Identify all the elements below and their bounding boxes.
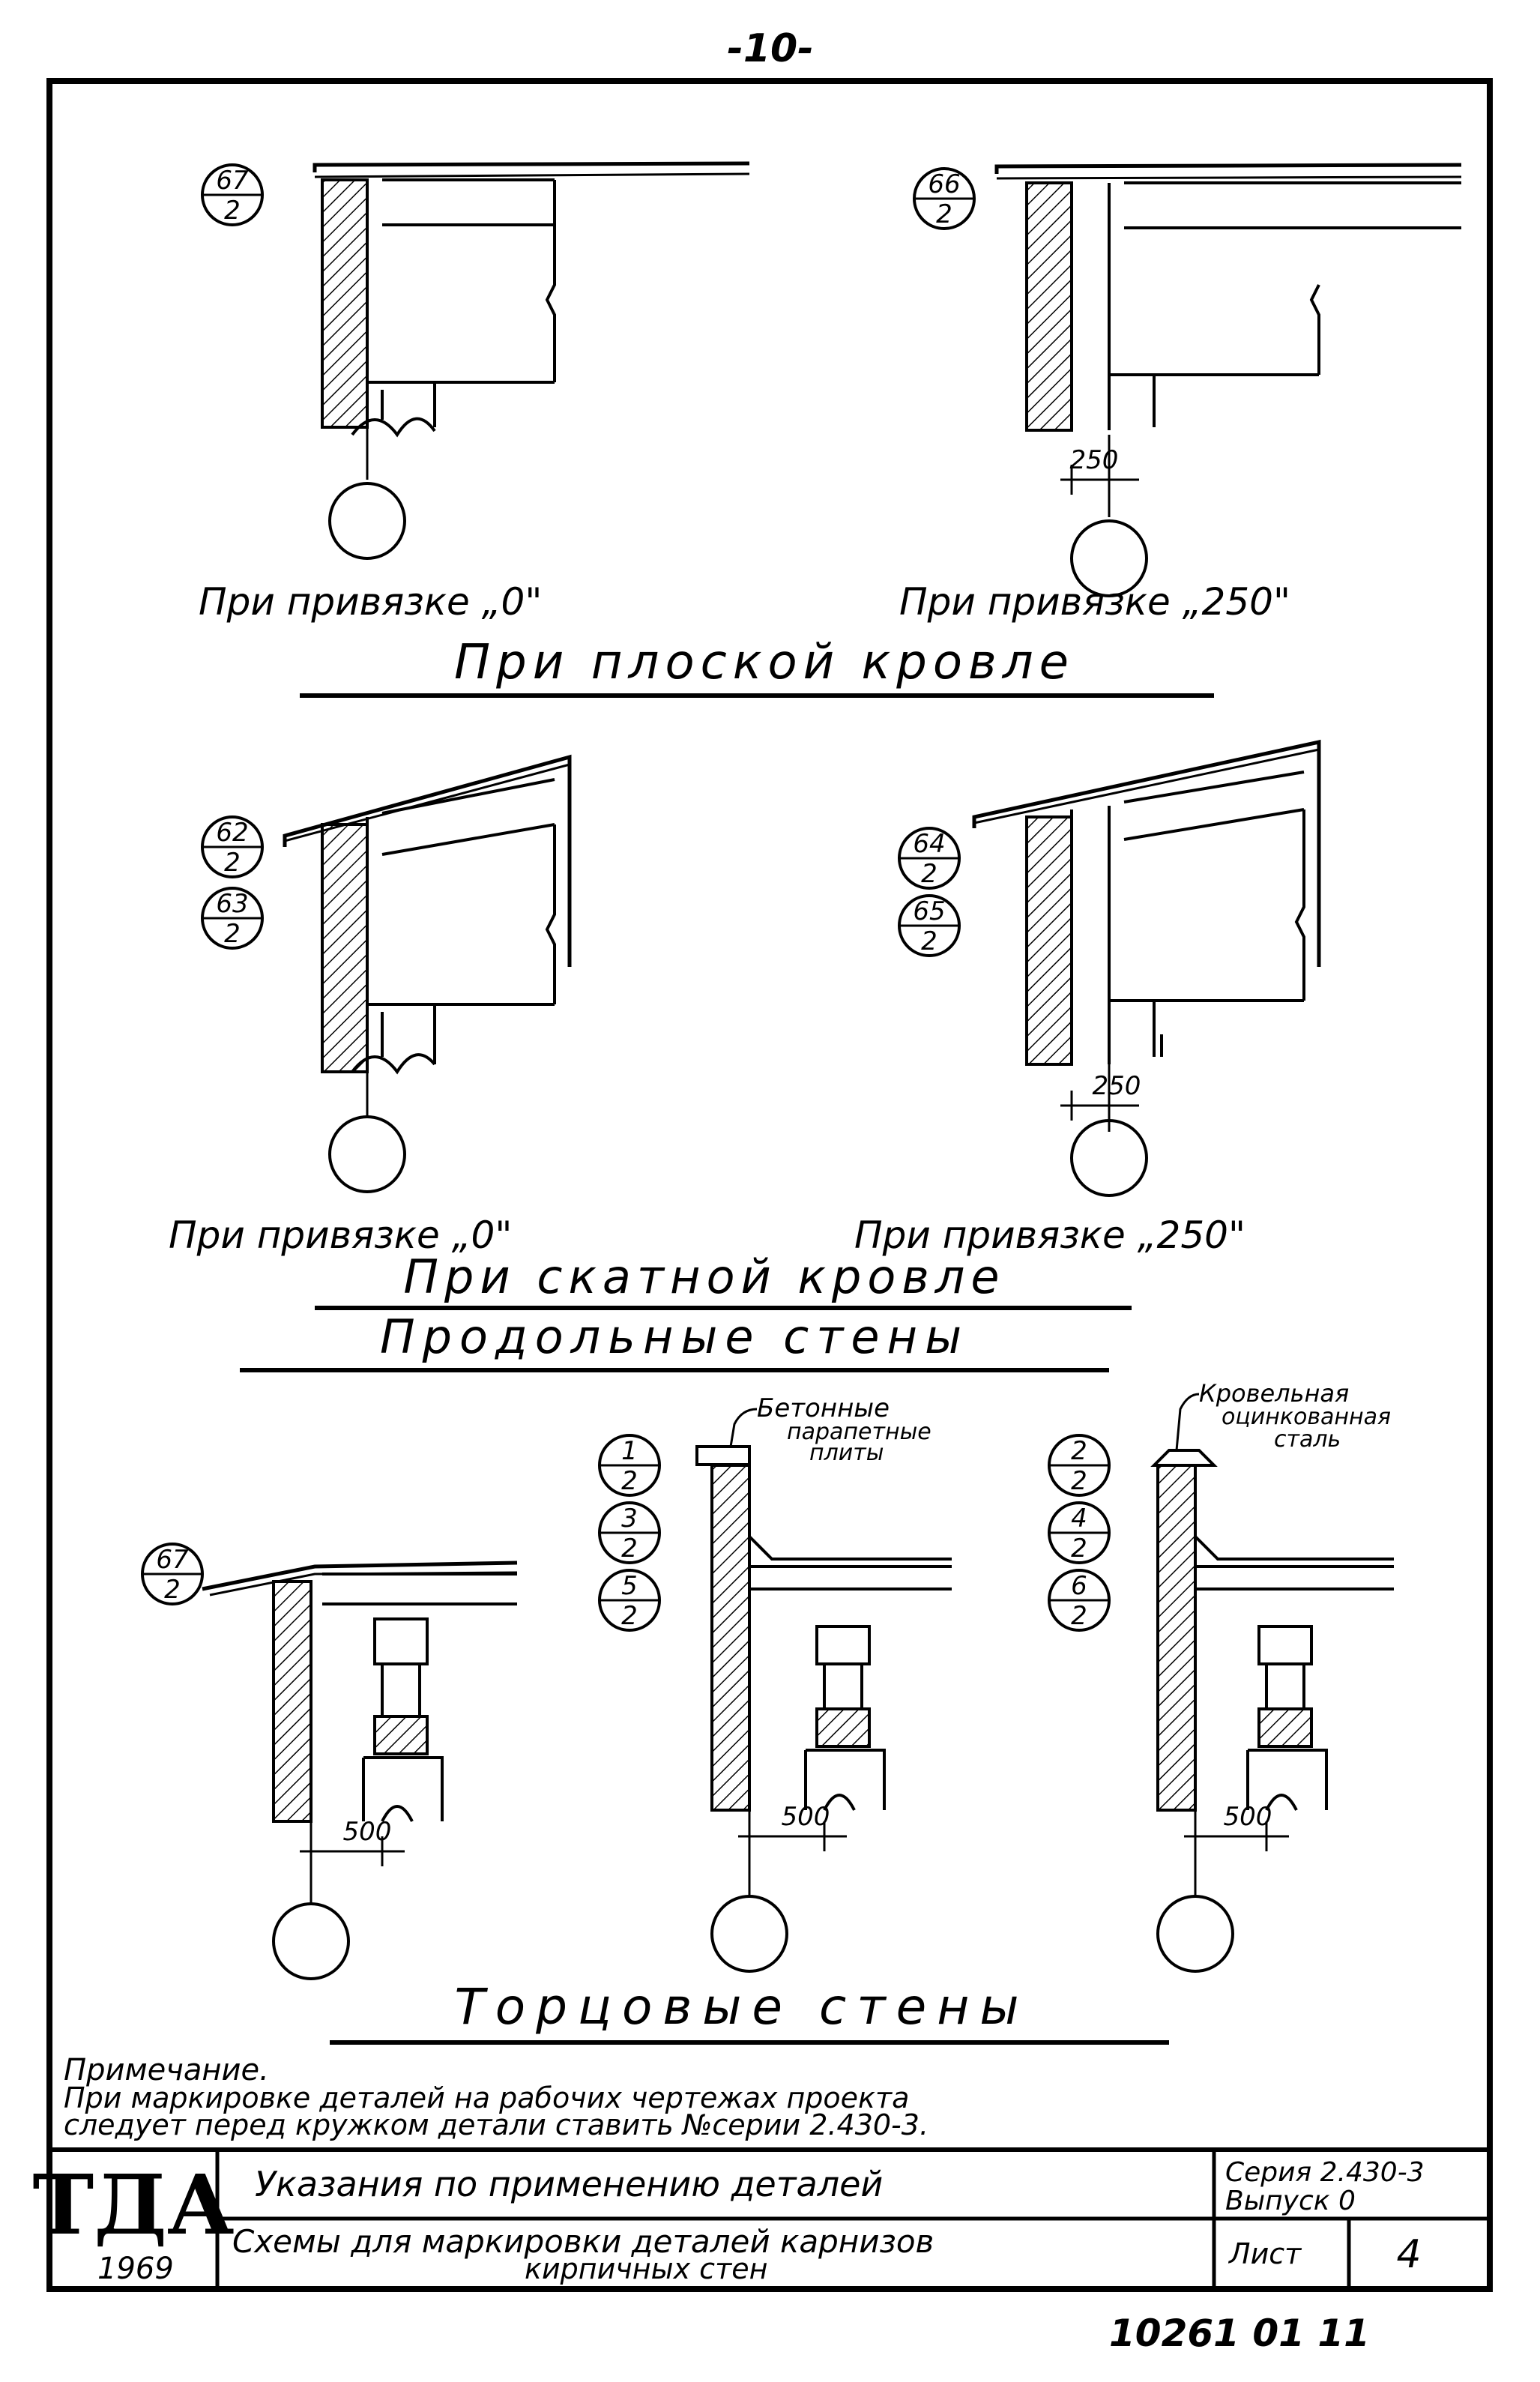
detail-flat-roof-left — [312, 161, 750, 560]
mark-top: 67 — [216, 166, 249, 196]
mark-bottom: 2 — [621, 1601, 638, 1631]
mark-bottom: 2 — [621, 1534, 638, 1564]
sheet-border — [46, 78, 1493, 2292]
heading-pitched-roof: При скатной кровле — [403, 1249, 1005, 1304]
mark-top: 64 — [913, 829, 945, 859]
mark-top: 67 — [156, 1545, 189, 1575]
dimension-end-right: 500 — [1224, 1802, 1272, 1832]
mark-flat-left-1: 67 2 — [201, 163, 264, 226]
series: Серия 2.430-3 — [1225, 2157, 1425, 2188]
detail-end-wall-right: 500 Кровельная оцинкованная сталь — [1150, 1379, 1394, 1973]
marks-pitched-left: 62 2 63 2 — [201, 815, 264, 950]
marks-end-right: 2 2 4 2 6 2 — [1048, 1434, 1111, 1632]
detail-pitched-roof-left — [283, 754, 572, 1193]
sheet-label: Лист — [1228, 2237, 1302, 2270]
sheet-number: 4 — [1396, 2232, 1421, 2277]
note-line-2: следует перед кружком детали ставить №се… — [64, 2108, 928, 2141]
logo: ТДА — [32, 2156, 234, 2253]
marks-end-middle: 1 2 3 2 5 2 — [598, 1434, 661, 1632]
label-end-right-3: сталь — [1274, 1426, 1341, 1453]
label-end-right-2: оцинкованная — [1222, 1404, 1391, 1430]
mark-top: 66 — [928, 169, 960, 199]
subtitle-line-2: кирпичных стен — [525, 2252, 767, 2285]
mark-bottom: 2 — [1071, 1466, 1087, 1496]
detail-end-wall-left: 500 — [202, 1561, 518, 1980]
mark-top: 6 — [1071, 1571, 1087, 1601]
note-line-1: При маркировке деталей на рабочих чертеж… — [64, 2081, 909, 2114]
caption-flat-right: При привязке „250" — [899, 580, 1290, 624]
issue: Выпуск 0 — [1225, 2186, 1356, 2216]
dimension-flat-right: 250 — [1070, 445, 1119, 475]
mark-bottom: 2 — [224, 196, 241, 226]
detail-end-wall-middle: 500 Бетонные парапетные плиты — [695, 1393, 952, 1973]
detail-flat-roof-right: 250 — [994, 163, 1462, 597]
caption-pitched-right: При привязке „250" — [854, 1213, 1245, 1257]
mark-bottom: 2 — [921, 859, 937, 889]
sheet-code: 10261 01 11 — [1109, 2312, 1370, 2355]
dimension-pitched-right: 250 — [1093, 1071, 1141, 1101]
mark-flat-right-1: 66 2 — [913, 167, 976, 230]
heading-flat-roof: При плоской кровле — [454, 635, 1075, 690]
mark-top: 5 — [621, 1571, 638, 1601]
mark-bottom: 2 — [1071, 1534, 1087, 1564]
label-end-middle-2: парапетные — [787, 1419, 931, 1445]
label-end-middle-3: плиты — [809, 1440, 884, 1466]
mark-top: 62 — [216, 818, 248, 848]
mark-top: 3 — [621, 1504, 638, 1534]
mark-top: 4 — [1071, 1504, 1087, 1534]
heading-end-walls: Торцовые стены — [454, 1978, 1029, 2036]
label-end-right-1: Кровельная — [1199, 1379, 1349, 1408]
title-block: ТДА 1969 Указания по применению деталей … — [32, 2147, 1492, 2291]
caption-pitched-left: При привязке „0" — [169, 1213, 512, 1257]
marks-end-left: 67 2 — [141, 1543, 204, 1605]
mark-bottom: 2 — [621, 1466, 638, 1496]
mark-bottom: 2 — [224, 848, 241, 878]
marks-pitched-right: 64 2 65 2 — [898, 827, 961, 957]
heading-longitudinal-walls: Продольные стены — [380, 1309, 969, 1364]
page-number: -10- — [727, 26, 814, 71]
mark-bottom: 2 — [936, 199, 952, 229]
mark-top: 2 — [1071, 1436, 1087, 1466]
mark-bottom: 2 — [921, 926, 937, 956]
dimension-end-middle: 500 — [782, 1802, 830, 1832]
mark-bottom: 2 — [164, 1575, 181, 1605]
mark-bottom: 2 — [1071, 1601, 1087, 1631]
subtitle-line-1: Схемы для маркировки деталей карнизов — [232, 2223, 934, 2260]
title: Указания по применению деталей — [255, 2164, 883, 2204]
dimension-end-left: 500 — [343, 1817, 392, 1847]
mark-top: 63 — [216, 889, 248, 919]
mark-top: 1 — [621, 1436, 638, 1466]
year: 1969 — [97, 2252, 174, 2286]
mark-bottom: 2 — [224, 919, 241, 949]
label-end-middle-1: Бетонные — [757, 1393, 890, 1423]
caption-flat-left: При привязке „0" — [199, 580, 542, 624]
detail-pitched-roof-right: 250 — [972, 739, 1321, 1197]
note-title: Примечание. — [64, 2053, 269, 2087]
mark-top: 65 — [913, 896, 945, 926]
